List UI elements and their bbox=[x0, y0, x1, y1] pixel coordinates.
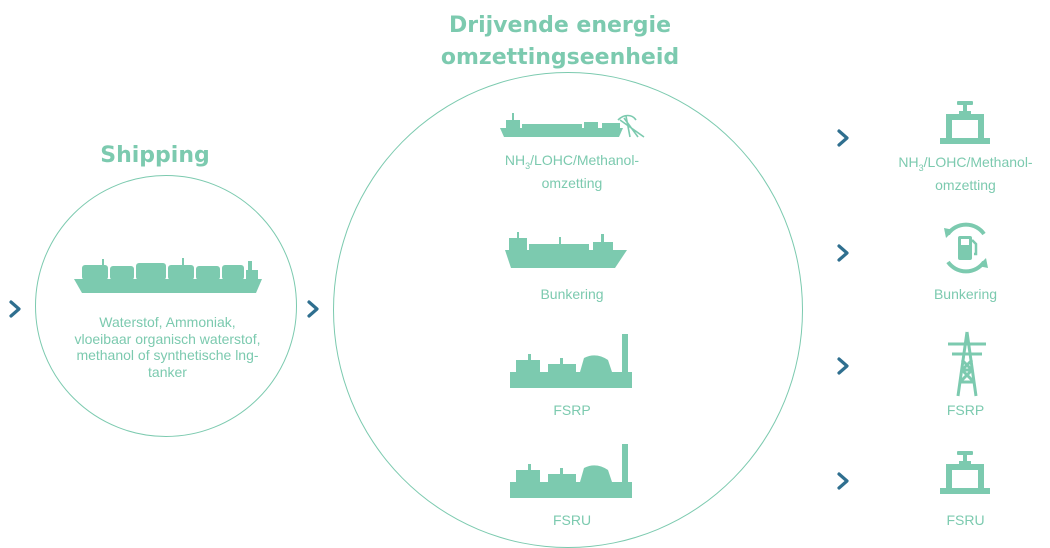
unit-label-nh3-line1: NH3/LOHC/Methanol- bbox=[504, 152, 640, 171]
chevron-right-icon bbox=[837, 472, 849, 490]
output-label-fsrp: FSRP bbox=[946, 402, 985, 418]
chevron-right-icon bbox=[9, 300, 21, 318]
fsru-vessel-icon bbox=[510, 444, 632, 498]
output-label-nh3-line1: NH3/LOHC/Methanol- bbox=[898, 154, 1033, 173]
output-label-nh3-line2: omzetting bbox=[935, 176, 996, 193]
shipping-circle bbox=[35, 175, 297, 437]
unit-label-fsru: FSRU bbox=[552, 512, 592, 528]
output-label-fsru: FSRU bbox=[946, 512, 985, 528]
pipeline-valve-icon bbox=[940, 451, 990, 494]
pipeline-valve-icon bbox=[940, 101, 990, 144]
output-label-bunkering: Bunkering bbox=[933, 286, 998, 302]
chevron-right-icon bbox=[837, 244, 849, 262]
unit-label-nh3-line2: omzetting bbox=[541, 174, 603, 191]
shipping-description: Waterstof, Ammoniak, vloeibaar organisch… bbox=[74, 314, 261, 380]
shipping-heading: Shipping bbox=[100, 143, 210, 168]
tanker-ship-icon bbox=[74, 258, 262, 293]
unit-label-nh3: NH3/LOHC/Methanol- omzetting bbox=[462, 152, 682, 192]
output-label-nh3: NH3/LOHC/Methanol- omzetting bbox=[878, 154, 1050, 194]
fuel-pump-cycle-icon bbox=[944, 222, 988, 274]
fsrp-platform-icon bbox=[510, 334, 632, 388]
conversion-heading-line1: Drijvende energie bbox=[448, 13, 671, 38]
bunkering-vessel-icon bbox=[505, 232, 627, 268]
conversion-heading-line2: omzettingseenheid bbox=[440, 45, 680, 70]
unit-label-fsrp: FSRP bbox=[553, 402, 591, 418]
chevron-right-icon bbox=[307, 300, 319, 318]
unit-label-bunkering: Bunkering bbox=[540, 286, 604, 302]
conversion-heading: Drijvende energie omzettingseenheid bbox=[390, 10, 730, 74]
chevron-right-icon bbox=[837, 129, 849, 147]
conversion-vessel-icon bbox=[500, 113, 645, 138]
chevron-right-icon bbox=[837, 357, 849, 375]
power-pylon-icon bbox=[948, 331, 986, 397]
